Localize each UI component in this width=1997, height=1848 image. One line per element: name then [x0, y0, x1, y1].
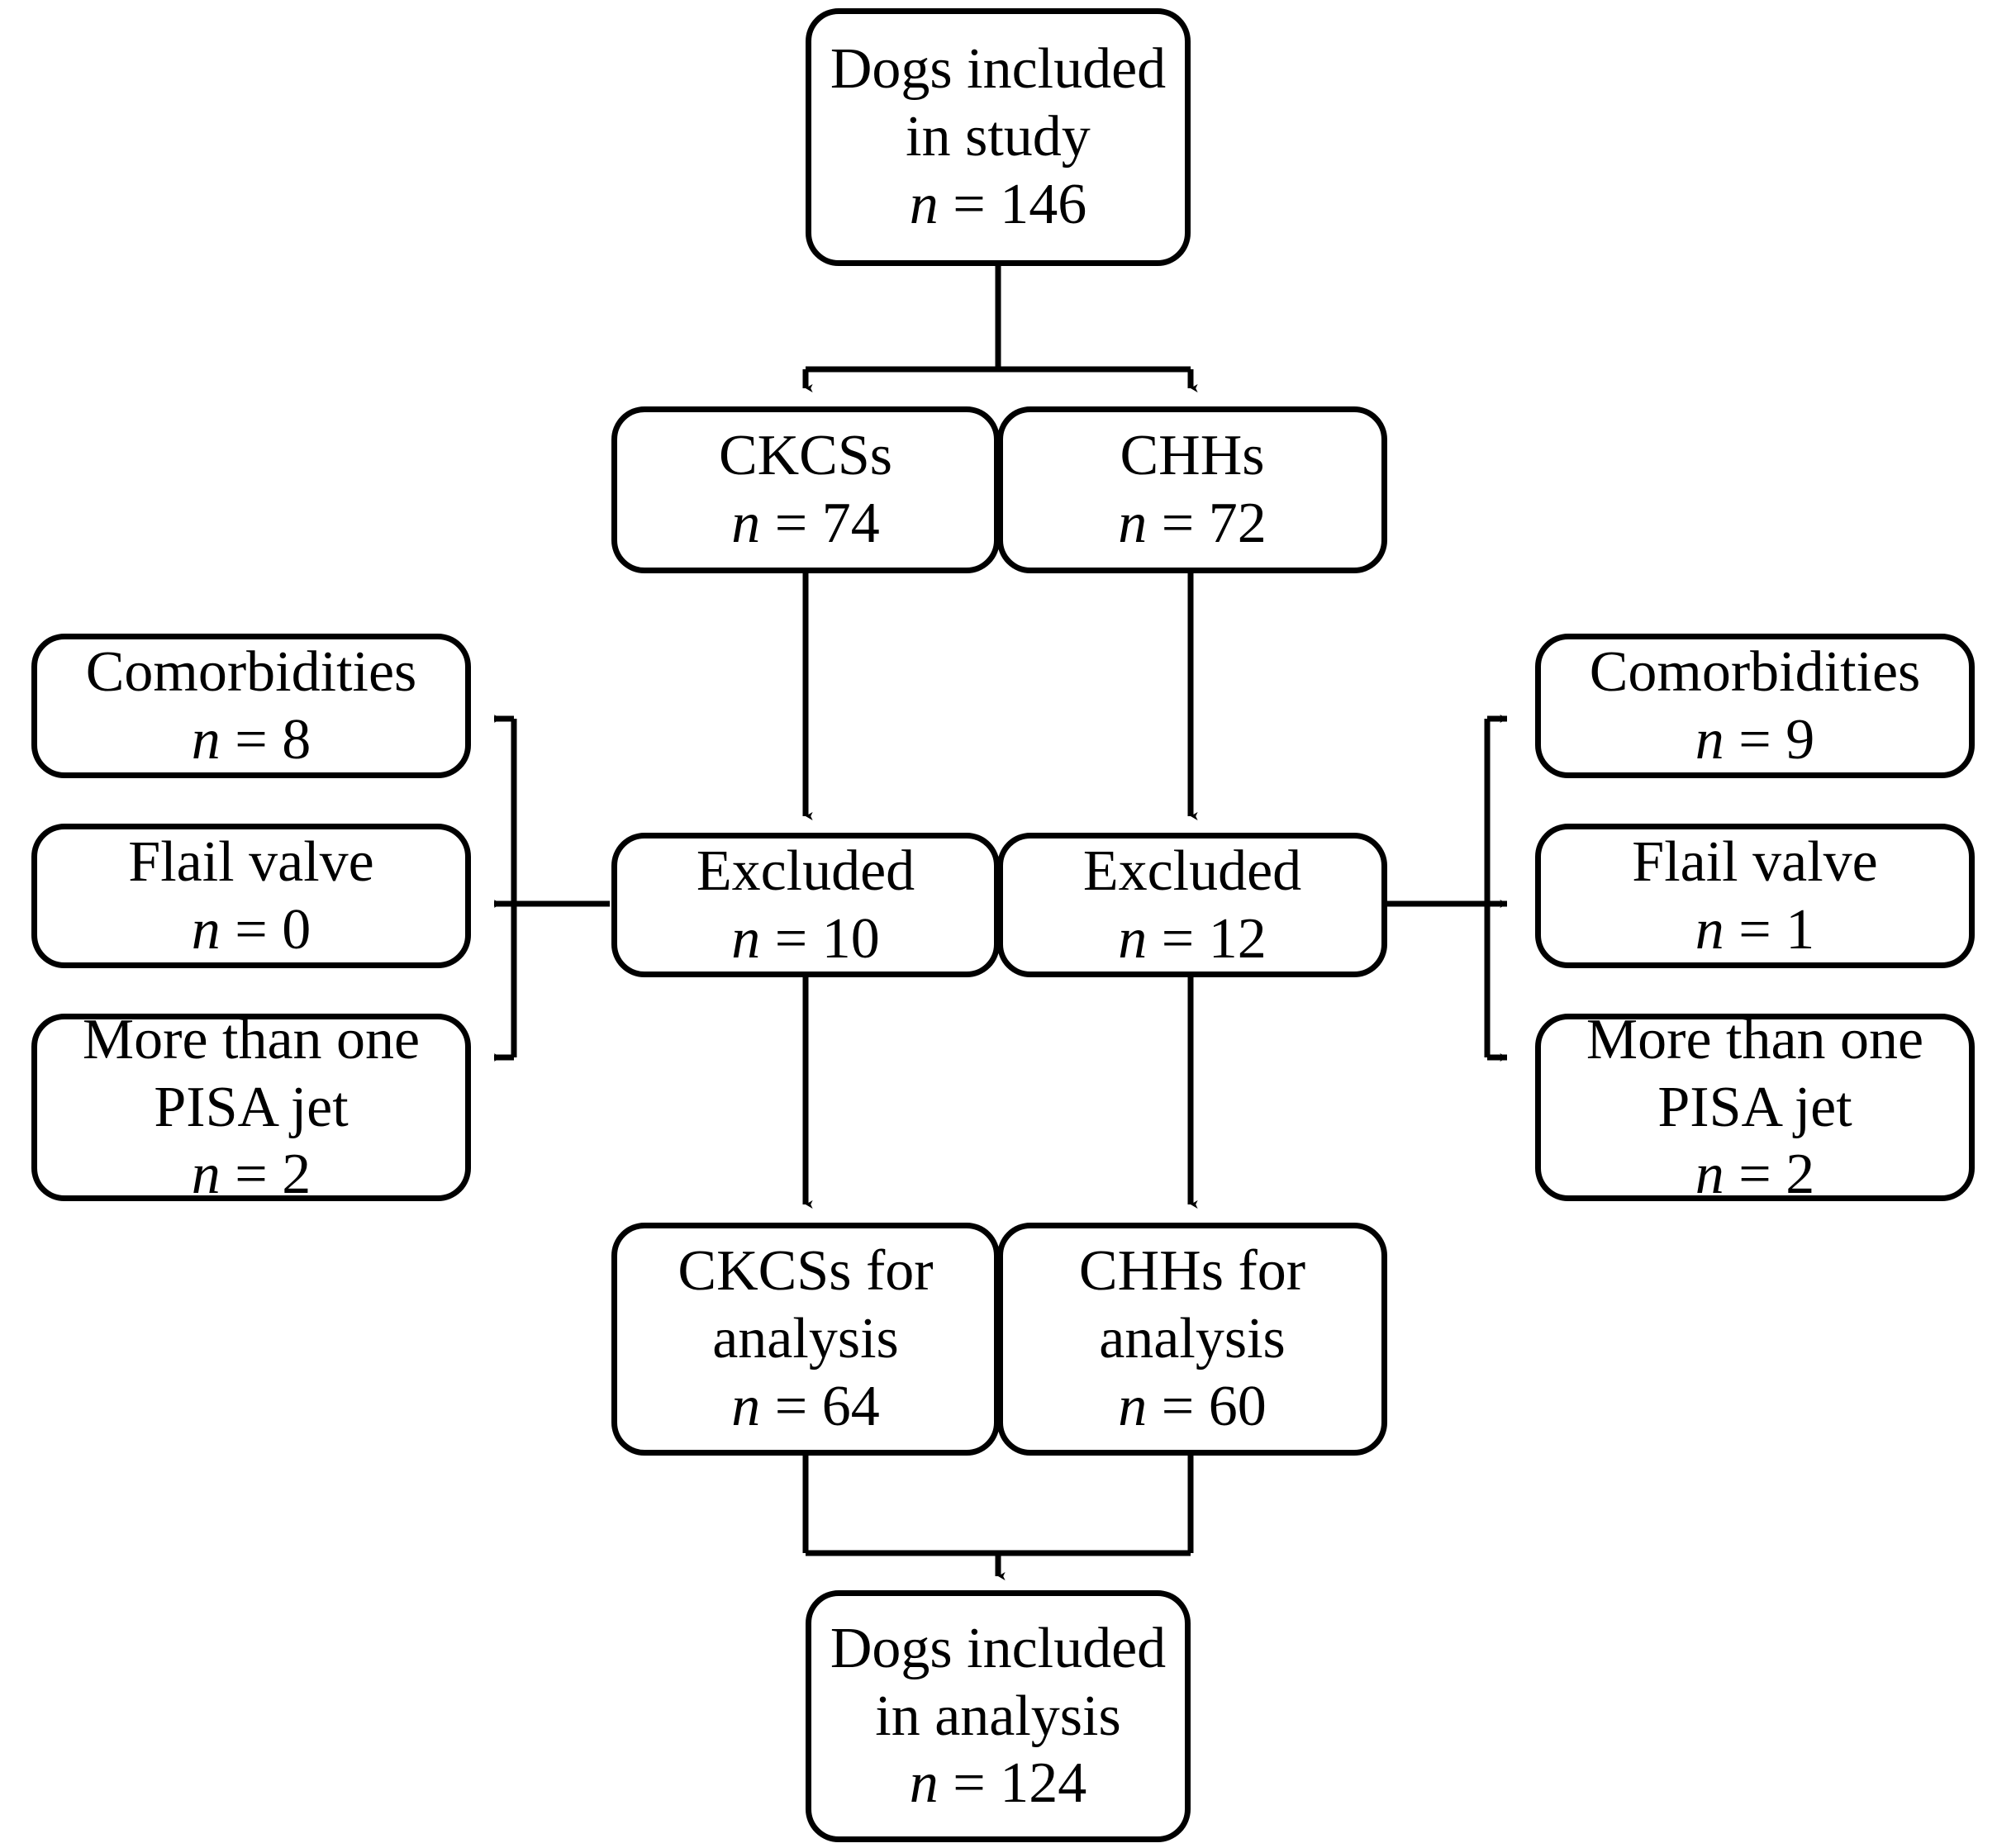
node-line-1: Dogs included [830, 37, 1167, 102]
n-symbol: n [1118, 906, 1148, 971]
n-equals: = [1724, 897, 1786, 962]
n-equals: = [760, 1374, 822, 1438]
n-value: 72 [1208, 492, 1267, 555]
node-line-2: in analysis [875, 1684, 1121, 1748]
n-value: 9 [1785, 707, 1815, 772]
n-equals: = [1724, 707, 1786, 772]
node-right-comorbidities[interactable]: Comorbidities n = 9 [1535, 634, 1975, 778]
edge-excluded-right-to-spine [1387, 715, 1507, 1062]
n-equals: = [1147, 1374, 1209, 1438]
node-line-1: CKCSs for [678, 1239, 934, 1304]
node-line-1: Comorbidities [85, 639, 417, 704]
node-dogs-included-in-study[interactable]: Dogs included in study n = 146 [806, 8, 1191, 266]
node-count: n = 74 [731, 490, 879, 558]
node-line-1: CKCSs [718, 424, 893, 488]
node-ckcss-for-analysis[interactable]: CKCSs for analysis n = 64 [611, 1223, 1000, 1456]
node-chhs-for-analysis[interactable]: CHHs for analysis n = 60 [997, 1223, 1387, 1456]
node-ckcss[interactable]: CKCSs n = 74 [611, 406, 1000, 573]
node-left-flail-valve[interactable]: Flail valve n = 0 [31, 824, 471, 968]
node-line-1: More than one [82, 1007, 421, 1071]
n-value: 2 [282, 1143, 311, 1207]
node-excluded-ckcss[interactable]: Excluded n = 10 [611, 833, 1000, 977]
n-symbol: n [909, 172, 939, 236]
node-count: n = 1 [1695, 896, 1814, 964]
n-value: 0 [282, 897, 311, 962]
node-line-1: Excluded [696, 838, 915, 903]
n-symbol: n [191, 1143, 221, 1207]
node-left-comorbidities[interactable]: Comorbidities n = 8 [31, 634, 471, 778]
node-line-1: Dogs included [830, 1616, 1167, 1680]
node-dogs-included-in-analysis[interactable]: Dogs included in analysis n = 124 [806, 1590, 1191, 1842]
n-symbol: n [1695, 1143, 1724, 1207]
node-line-1: Flail valve [128, 829, 374, 894]
n-equals: = [938, 172, 1001, 236]
n-value: 124 [1000, 1751, 1087, 1816]
n-symbol: n [1695, 707, 1724, 772]
node-left-pisa-jet[interactable]: More than one PISA jet n = 2 [31, 1008, 471, 1206]
n-equals: = [1147, 492, 1209, 555]
n-symbol: n [909, 1751, 939, 1816]
n-equals: = [938, 1751, 1001, 1816]
n-symbol: n [731, 492, 761, 555]
n-symbol: n [1118, 492, 1148, 555]
n-equals: = [220, 1143, 283, 1207]
n-value: 1 [1785, 897, 1815, 962]
n-value: 64 [821, 1374, 880, 1438]
edge-study-to-split [806, 266, 1191, 373]
node-excluded-chhs[interactable]: Excluded n = 12 [997, 833, 1387, 977]
node-line-1: Flail valve [1632, 829, 1878, 894]
node-count: n = 60 [1118, 1373, 1266, 1441]
n-symbol: n [731, 906, 761, 971]
n-equals: = [1147, 906, 1209, 971]
node-count: n = 8 [192, 706, 311, 774]
node-right-flail-valve[interactable]: Flail valve n = 1 [1535, 824, 1975, 968]
node-count: n = 2 [1695, 1141, 1814, 1209]
n-equals: = [1724, 1143, 1786, 1207]
node-count: n = 72 [1118, 490, 1266, 558]
node-line-2: PISA jet [154, 1075, 349, 1139]
node-line-1: Comorbidities [1589, 639, 1921, 704]
node-line-1: More than one [1586, 1007, 1924, 1071]
node-count: n = 124 [910, 1750, 1086, 1817]
node-line-2: analysis [1099, 1307, 1286, 1371]
node-line-2: analysis [712, 1307, 899, 1371]
n-value: 74 [821, 492, 880, 555]
n-value: 12 [1208, 906, 1267, 971]
node-count: n = 146 [910, 171, 1086, 239]
node-chhs[interactable]: CHHs n = 72 [997, 406, 1387, 573]
node-count: n = 12 [1118, 905, 1266, 973]
n-symbol: n [1695, 897, 1724, 962]
node-count: n = 2 [192, 1141, 311, 1209]
node-count: n = 64 [731, 1373, 879, 1441]
node-line-2: in study [906, 105, 1091, 169]
n-value: 2 [1785, 1143, 1815, 1207]
node-count: n = 10 [731, 905, 879, 973]
n-equals: = [760, 492, 822, 555]
n-equals: = [220, 897, 283, 962]
n-equals: = [760, 906, 822, 971]
n-symbol: n [731, 1374, 761, 1438]
n-value: 146 [1000, 172, 1087, 236]
node-count: n = 0 [192, 896, 311, 964]
node-line-1: CHHs for [1078, 1239, 1306, 1304]
n-symbol: n [191, 707, 221, 772]
node-right-pisa-jet[interactable]: More than one PISA jet n = 2 [1535, 1008, 1975, 1206]
edge-excluded-left-to-spine [494, 715, 610, 1062]
n-equals: = [220, 707, 283, 772]
edge-analysis-merge-to-final [802, 1456, 1194, 1580]
n-symbol: n [191, 897, 221, 962]
node-line-2: PISA jet [1657, 1075, 1852, 1139]
node-line-1: Excluded [1082, 838, 1302, 903]
n-symbol: n [1118, 1374, 1148, 1438]
n-value: 60 [1208, 1374, 1267, 1438]
node-count: n = 9 [1695, 706, 1814, 774]
n-value: 10 [821, 906, 880, 971]
node-line-1: CHHs [1120, 424, 1265, 488]
n-value: 8 [282, 707, 311, 772]
